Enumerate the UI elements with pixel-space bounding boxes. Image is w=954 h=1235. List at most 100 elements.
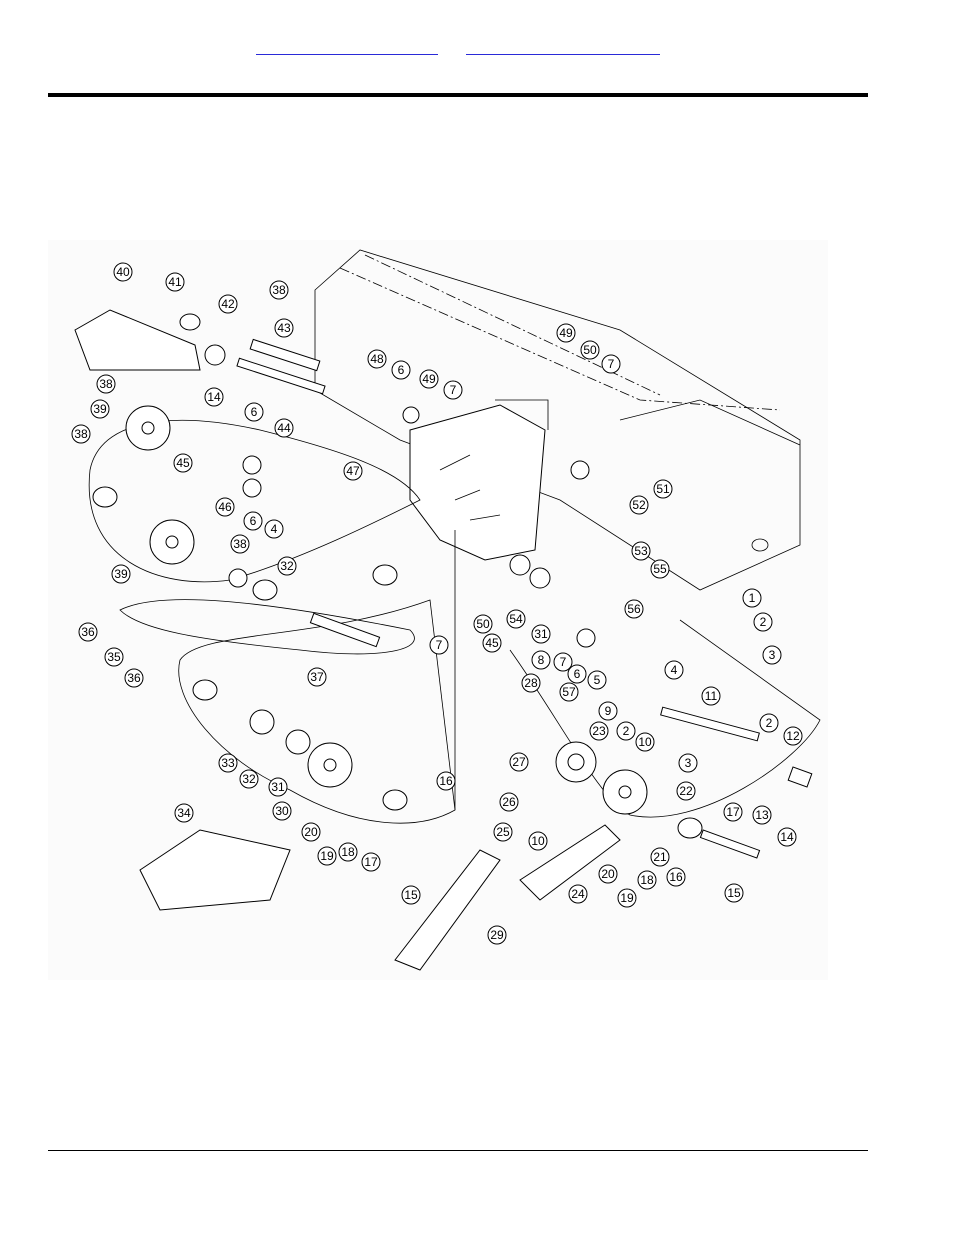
callout: 49 xyxy=(556,323,576,343)
svg-text:2: 2 xyxy=(766,716,773,730)
header-link-1[interactable] xyxy=(256,40,438,55)
callout: 10 xyxy=(635,732,655,752)
callout: 51 xyxy=(653,479,673,499)
svg-text:19: 19 xyxy=(320,849,334,863)
callout: 53 xyxy=(631,541,651,561)
svg-text:7: 7 xyxy=(450,383,457,397)
svg-text:15: 15 xyxy=(727,886,741,900)
callout: 32 xyxy=(277,556,297,576)
svg-text:31: 31 xyxy=(534,627,548,641)
callout: 44 xyxy=(274,418,294,438)
callout: 19 xyxy=(317,846,337,866)
callout: 31 xyxy=(531,624,551,644)
svg-text:43: 43 xyxy=(277,321,291,335)
svg-text:38: 38 xyxy=(233,537,247,551)
svg-text:5: 5 xyxy=(594,673,601,687)
callout: 22 xyxy=(676,781,696,801)
callout: 43 xyxy=(274,318,294,338)
svg-text:48: 48 xyxy=(370,352,384,366)
callout: 24 xyxy=(568,884,588,904)
svg-text:57: 57 xyxy=(562,685,576,699)
callout: 38 xyxy=(230,534,250,554)
svg-text:32: 32 xyxy=(242,772,256,786)
callout: 5 xyxy=(587,670,607,690)
svg-text:38: 38 xyxy=(99,377,113,391)
callout: 42 xyxy=(218,294,238,314)
callout: 29 xyxy=(487,925,507,945)
callout: 6 xyxy=(391,360,411,380)
svg-text:9: 9 xyxy=(605,704,612,718)
callout: 6 xyxy=(567,664,587,684)
callout: 28 xyxy=(521,673,541,693)
callout: 6 xyxy=(244,402,264,422)
callout: 27 xyxy=(509,752,529,772)
footer-rule xyxy=(48,1150,868,1151)
svg-text:54: 54 xyxy=(509,612,523,626)
callout: 39 xyxy=(111,564,131,584)
callout: 13 xyxy=(752,805,772,825)
callout: 50 xyxy=(580,340,600,360)
callout: 52 xyxy=(629,495,649,515)
callout: 14 xyxy=(777,827,797,847)
callout: 18 xyxy=(338,842,358,862)
svg-text:38: 38 xyxy=(272,283,286,297)
svg-text:47: 47 xyxy=(346,464,360,478)
header-link-2[interactable] xyxy=(466,40,660,55)
callout: 54 xyxy=(506,609,526,629)
callout-group: 40 41 42 38 43 14 38 39 44 38 45 6 46 6 … xyxy=(71,262,803,945)
callout: 38 xyxy=(96,374,116,394)
callout: 36 xyxy=(124,668,144,688)
svg-text:2: 2 xyxy=(623,724,630,738)
shields xyxy=(74,309,621,971)
callout: 8 xyxy=(531,650,551,670)
callout: 1 xyxy=(742,588,762,608)
svg-text:4: 4 xyxy=(271,522,278,536)
callout: 2 xyxy=(616,721,636,741)
callout: 45 xyxy=(482,633,502,653)
callout: 47 xyxy=(343,461,363,481)
svg-text:10: 10 xyxy=(531,834,545,848)
svg-text:15: 15 xyxy=(404,888,418,902)
svg-text:41: 41 xyxy=(168,275,182,289)
callout: 9 xyxy=(598,701,618,721)
svg-text:40: 40 xyxy=(116,265,130,279)
callout: 32 xyxy=(239,769,259,789)
callout: 11 xyxy=(701,686,721,706)
callout: 21 xyxy=(650,847,670,867)
callout: 46 xyxy=(215,497,235,517)
svg-text:22: 22 xyxy=(679,784,693,798)
svg-text:6: 6 xyxy=(250,514,257,528)
svg-text:29: 29 xyxy=(490,928,504,942)
sprockets xyxy=(92,313,813,839)
svg-text:35: 35 xyxy=(107,650,121,664)
svg-text:55: 55 xyxy=(653,562,667,576)
svg-text:20: 20 xyxy=(601,867,615,881)
svg-text:32: 32 xyxy=(280,559,294,573)
callout: 36 xyxy=(78,622,98,642)
callout: 4 xyxy=(264,519,284,539)
svg-text:16: 16 xyxy=(669,870,683,884)
svg-text:4: 4 xyxy=(671,663,678,677)
svg-text:31: 31 xyxy=(271,780,285,794)
svg-text:6: 6 xyxy=(251,405,258,419)
callout: 7 xyxy=(601,354,621,374)
svg-text:50: 50 xyxy=(476,617,490,631)
callout: 35 xyxy=(104,647,124,667)
svg-text:7: 7 xyxy=(560,655,567,669)
side-plate xyxy=(409,404,546,561)
svg-text:16: 16 xyxy=(439,774,453,788)
svg-text:34: 34 xyxy=(177,806,191,820)
callout: 41 xyxy=(165,272,185,292)
svg-text:50: 50 xyxy=(583,343,597,357)
callout: 38 xyxy=(71,424,91,444)
svg-text:27: 27 xyxy=(512,755,526,769)
svg-text:33: 33 xyxy=(221,756,235,770)
svg-text:51: 51 xyxy=(656,482,670,496)
svg-text:46: 46 xyxy=(218,500,232,514)
svg-text:45: 45 xyxy=(176,456,190,470)
svg-text:10: 10 xyxy=(638,735,652,749)
callout: 45 xyxy=(173,453,193,473)
svg-text:45: 45 xyxy=(485,636,499,650)
svg-text:23: 23 xyxy=(592,724,606,738)
callout: 2 xyxy=(753,612,773,632)
